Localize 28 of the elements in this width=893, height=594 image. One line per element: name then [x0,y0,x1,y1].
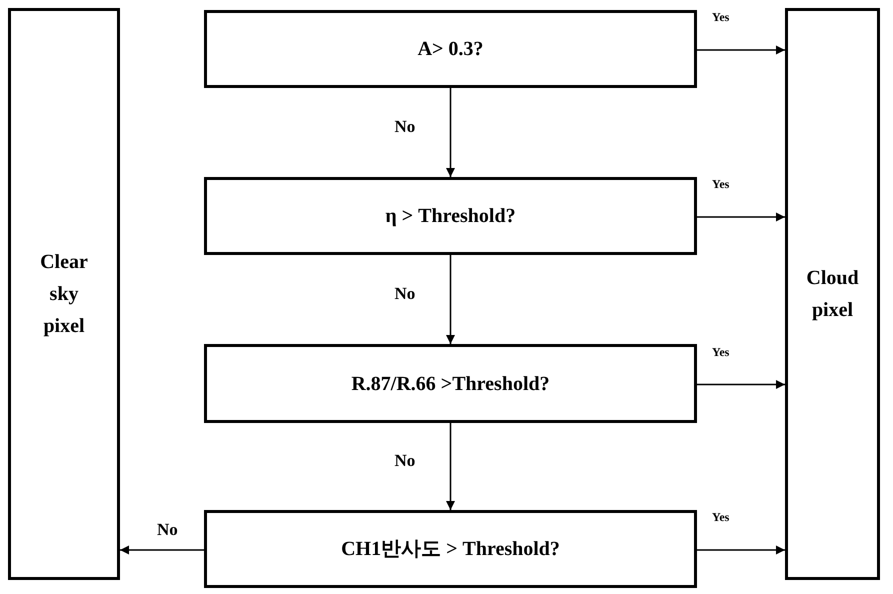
decision-box [204,510,697,588]
edge-label: No [394,452,416,468]
arrow [697,212,785,222]
edge-label: Yes [712,346,730,358]
result-box [785,8,880,580]
arrow [446,255,455,344]
decision-box [204,344,697,423]
edge-label: No [394,118,416,134]
node-text: A> 0.3? [418,37,484,62]
result-box [8,8,120,580]
node-text: Clear sky pixel [39,250,89,339]
arrow [446,423,455,510]
arrow [697,46,785,54]
node-text: Cloud pixel [805,266,860,323]
node-text: CH1반사도 > Threshold? [341,537,560,562]
decision-box [204,177,697,255]
node-text: R.87/R.66 >Threshold? [351,372,550,396]
arrow [120,546,204,554]
arrow [446,88,455,177]
edge-label: Yes [712,11,730,23]
edge-label: Yes [712,511,730,523]
edge-label: No [157,521,178,538]
decision-box [204,10,697,88]
edge-label: Yes [712,178,730,190]
arrow [697,380,785,389]
edge-label: No [394,284,416,302]
arrow [697,546,785,554]
node-text: η > Threshold? [385,204,516,229]
